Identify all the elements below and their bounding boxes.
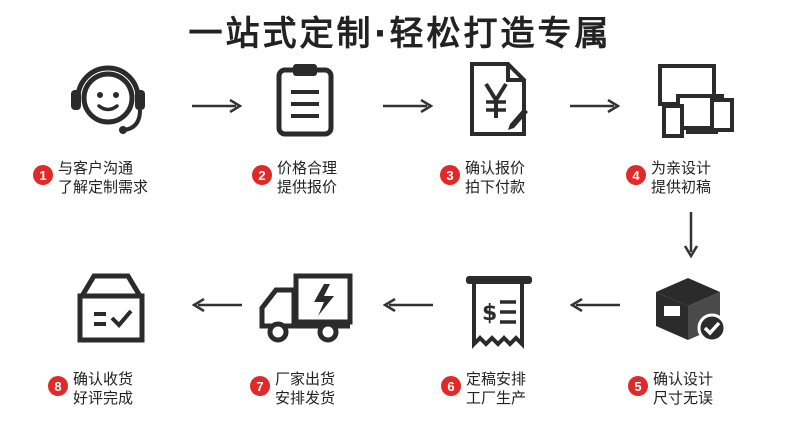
delivery-truck-icon — [258, 272, 354, 344]
step-6: 6 定稿安排 工厂生产 — [441, 370, 526, 408]
step-title: 定稿安排 — [466, 370, 527, 388]
step-8: 8 确认收货 好评完成 — [48, 370, 133, 408]
flow-arrow-left — [569, 297, 620, 316]
box-confirm-icon — [650, 270, 730, 346]
step-subtitle: 尺寸无误 — [653, 389, 714, 407]
step-number-badge: 4 — [626, 165, 646, 185]
step-subtitle: 好评完成 — [73, 389, 134, 407]
step-5: 5 确认设计 尺寸无误 — [628, 370, 713, 408]
step-subtitle: 工厂生产 — [466, 389, 527, 407]
svg-text:$: $ — [482, 301, 497, 326]
step-7: 7 厂家出货 安排发货 — [250, 370, 335, 408]
step-title: 价格合理 — [277, 159, 338, 177]
step-title: 确认收货 — [73, 370, 134, 388]
step-title: 为亲设计 — [651, 159, 712, 177]
step-subtitle: 了解定制需求 — [58, 178, 149, 196]
flow-arrow-left — [382, 297, 433, 316]
step-title: 确认报价 — [465, 159, 526, 177]
step-subtitle: 提供报价 — [277, 178, 338, 196]
flow-arrow-down — [683, 212, 699, 262]
step-title: 厂家出货 — [275, 370, 336, 388]
step-1: 1 与客户沟通 了解定制需求 — [33, 159, 148, 197]
step-subtitle: 拍下付款 — [465, 178, 526, 196]
step-number-badge: 5 — [628, 376, 648, 396]
step-number-badge: 8 — [48, 376, 68, 396]
step-subtitle: 提供初稿 — [651, 178, 712, 196]
flow-arrow-right — [383, 98, 434, 117]
step-2: 2 价格合理 提供报价 — [252, 159, 337, 197]
clipboard-list-icon — [273, 62, 337, 138]
multi-device-design-icon — [656, 62, 736, 138]
step-number-badge: 2 — [252, 165, 272, 185]
step-3: 3 确认报价 拍下付款 — [440, 159, 525, 197]
step-4: 4 为亲设计 提供初稿 — [626, 159, 711, 197]
flow-arrow-right — [570, 98, 621, 117]
step-number-badge: 1 — [33, 165, 53, 185]
yen-document-icon — [466, 60, 532, 138]
step-number-badge: 7 — [250, 376, 270, 396]
step-title: 确认设计 — [653, 370, 714, 388]
headset-support-icon — [68, 62, 152, 138]
receipt-production-icon: $ — [462, 272, 536, 352]
step-number-badge: 3 — [440, 165, 460, 185]
flow-arrow-right — [192, 98, 243, 117]
package-received-icon — [74, 270, 148, 346]
page-title: 一站式定制·轻松打造专属 — [188, 14, 612, 54]
step-subtitle: 安排发货 — [275, 389, 336, 407]
step-number-badge: 6 — [441, 376, 461, 396]
step-title: 与客户沟通 — [58, 159, 134, 177]
flow-arrow-left — [191, 297, 242, 316]
